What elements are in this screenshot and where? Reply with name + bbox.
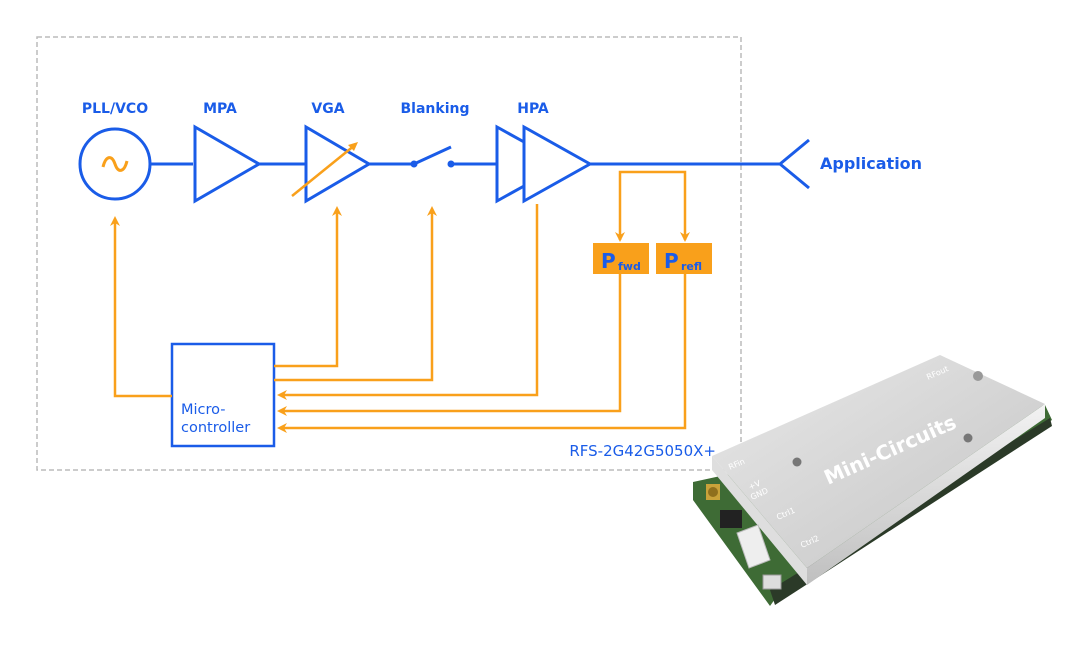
- feedback-line-prefl: [284, 274, 687, 430]
- coupler-tap-line: [618, 170, 687, 240]
- pfwd-subscript: fwd: [618, 260, 641, 273]
- application-label: Application: [820, 154, 922, 173]
- product-name: RFS-2G42G5050X+: [569, 442, 716, 460]
- blanking-switch-icon: [413, 145, 452, 166]
- mpa-amplifier-icon: [193, 124, 262, 204]
- vga-label: VGA: [311, 101, 344, 117]
- pfwd-label: P: [601, 249, 616, 273]
- variable-gain-arrow-icon: [291, 144, 356, 197]
- prefl-detector: [656, 243, 712, 274]
- mpa-label: MPA: [203, 101, 237, 117]
- pll-label: PLL/VCO: [82, 101, 148, 117]
- sine-wave-icon: [101, 156, 129, 172]
- pfwd-detector: [593, 243, 649, 274]
- micro-label-line1: Micro-: [181, 402, 226, 418]
- antenna-icon: [779, 138, 810, 166]
- feedback-line-pfwd: [284, 274, 622, 413]
- oscillator-icon: [78, 127, 152, 201]
- prefl-subscript: refl: [681, 260, 702, 273]
- hpa-stage1-icon: [495, 124, 526, 204]
- switch-node: [447, 160, 455, 168]
- product-image: Mini-Circuits RFin +V GND Ctrl1 Ctrl2 RF…: [693, 355, 1052, 606]
- microcontroller-block: [170, 342, 276, 448]
- prefl-label: P: [664, 249, 679, 273]
- hpa-amplifier-icon: [522, 124, 594, 204]
- hpa-label: HPA: [517, 101, 549, 117]
- blanking-label: Blanking: [401, 101, 470, 117]
- vga-amplifier-icon: [304, 124, 372, 204]
- control-line-hpa: [284, 204, 539, 397]
- control-line-pll: [113, 222, 172, 398]
- micro-label-line2: controller: [181, 420, 250, 436]
- control-line-vga: [274, 212, 339, 368]
- module-boundary: [36, 36, 742, 471]
- control-line-blanking: [274, 212, 434, 382]
